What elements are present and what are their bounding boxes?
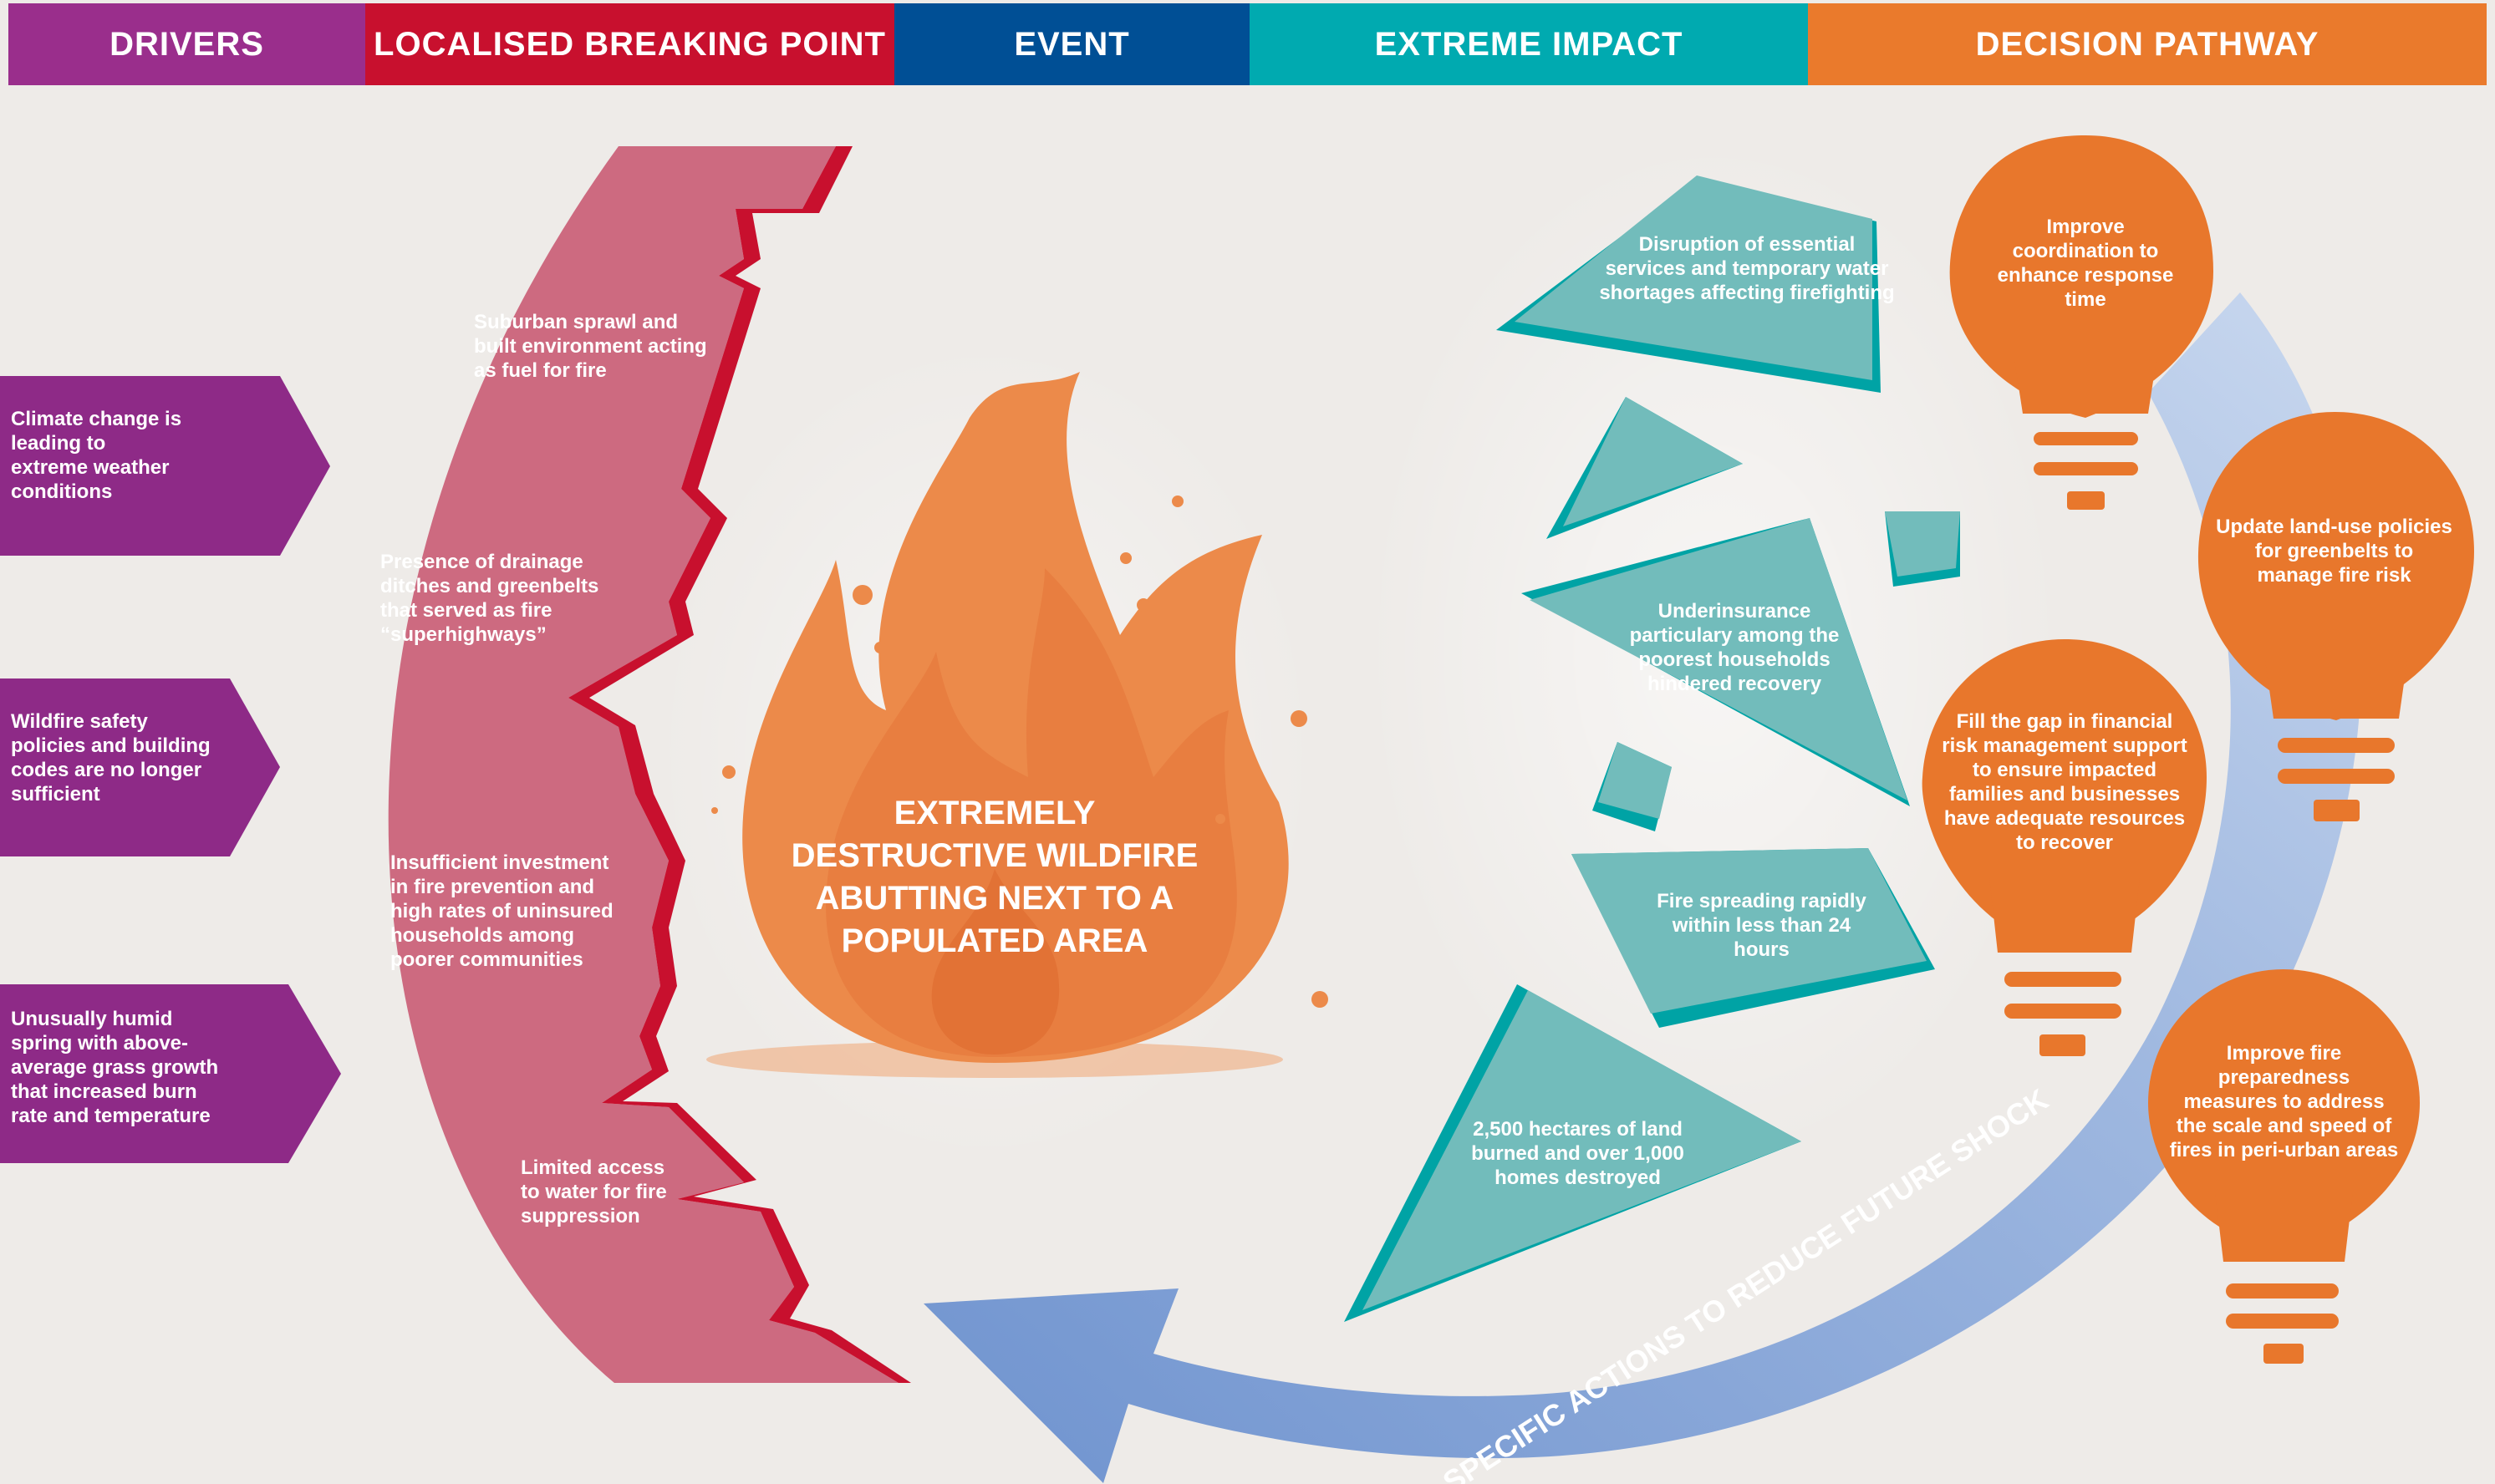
breaking-point-sprawl: Suburban sprawl and built environment ac… [474, 311, 707, 382]
breaking-point-water-access: Limited access to water for fire suppres… [521, 1156, 667, 1227]
impact-service-disruption: Disruption of essential services and tem… [1599, 233, 1895, 304]
decision-land-use: Update land-use policies for greenbelts … [2216, 516, 2452, 587]
tab-drivers: DRIVERS [8, 3, 365, 85]
flame-illustration [706, 372, 1328, 1078]
tab-localised-breaking-point: LOCALISED BREAKING POINT [365, 3, 894, 85]
driver-humid-spring: Unusually humid spring with above-averag… [11, 1008, 219, 1127]
tab-decision-pathway: DECISION PATHWAY [1808, 3, 2487, 85]
decision-coordination: Improve coordination to enhance response… [1997, 216, 2174, 311]
decision-fire-preparedness: Improve fire preparedness measures to ad… [2169, 1042, 2399, 1161]
breaking-point-investment: Insufficient investment in fire preventi… [390, 851, 614, 971]
tab-event: EVENT [894, 3, 1250, 85]
impact-rapid-spread: Fire spreading rapidly within less than … [1657, 890, 1866, 961]
impact-land-burned: 2,500 hectares of land burned and over 1… [1471, 1118, 1684, 1189]
event-description: EXTREMELY DESTRUCTIVE WILDFIRE ABUTTING … [791, 795, 1199, 959]
breaking-point-crescent [388, 146, 911, 1383]
feedback-arrow [924, 292, 2362, 1483]
driver-safety-policies: Wildfire safety policies and building co… [11, 710, 211, 806]
tab-extreme-impact: EXTREME IMPACT [1250, 3, 1808, 85]
impact-underinsurance: Underinsurance particulary among the poo… [1629, 600, 1840, 695]
breaking-point-drainage: Presence of drainage ditches and greenbe… [380, 551, 599, 646]
lightbulbs [1922, 135, 2474, 1364]
driver-arrows [0, 376, 341, 1163]
driver-climate-change: Climate change is leading to extreme wea… [11, 408, 182, 503]
impact-shards [1344, 175, 1960, 1322]
decision-financial-support: Fill the gap in financial risk managemen… [1942, 710, 2187, 854]
